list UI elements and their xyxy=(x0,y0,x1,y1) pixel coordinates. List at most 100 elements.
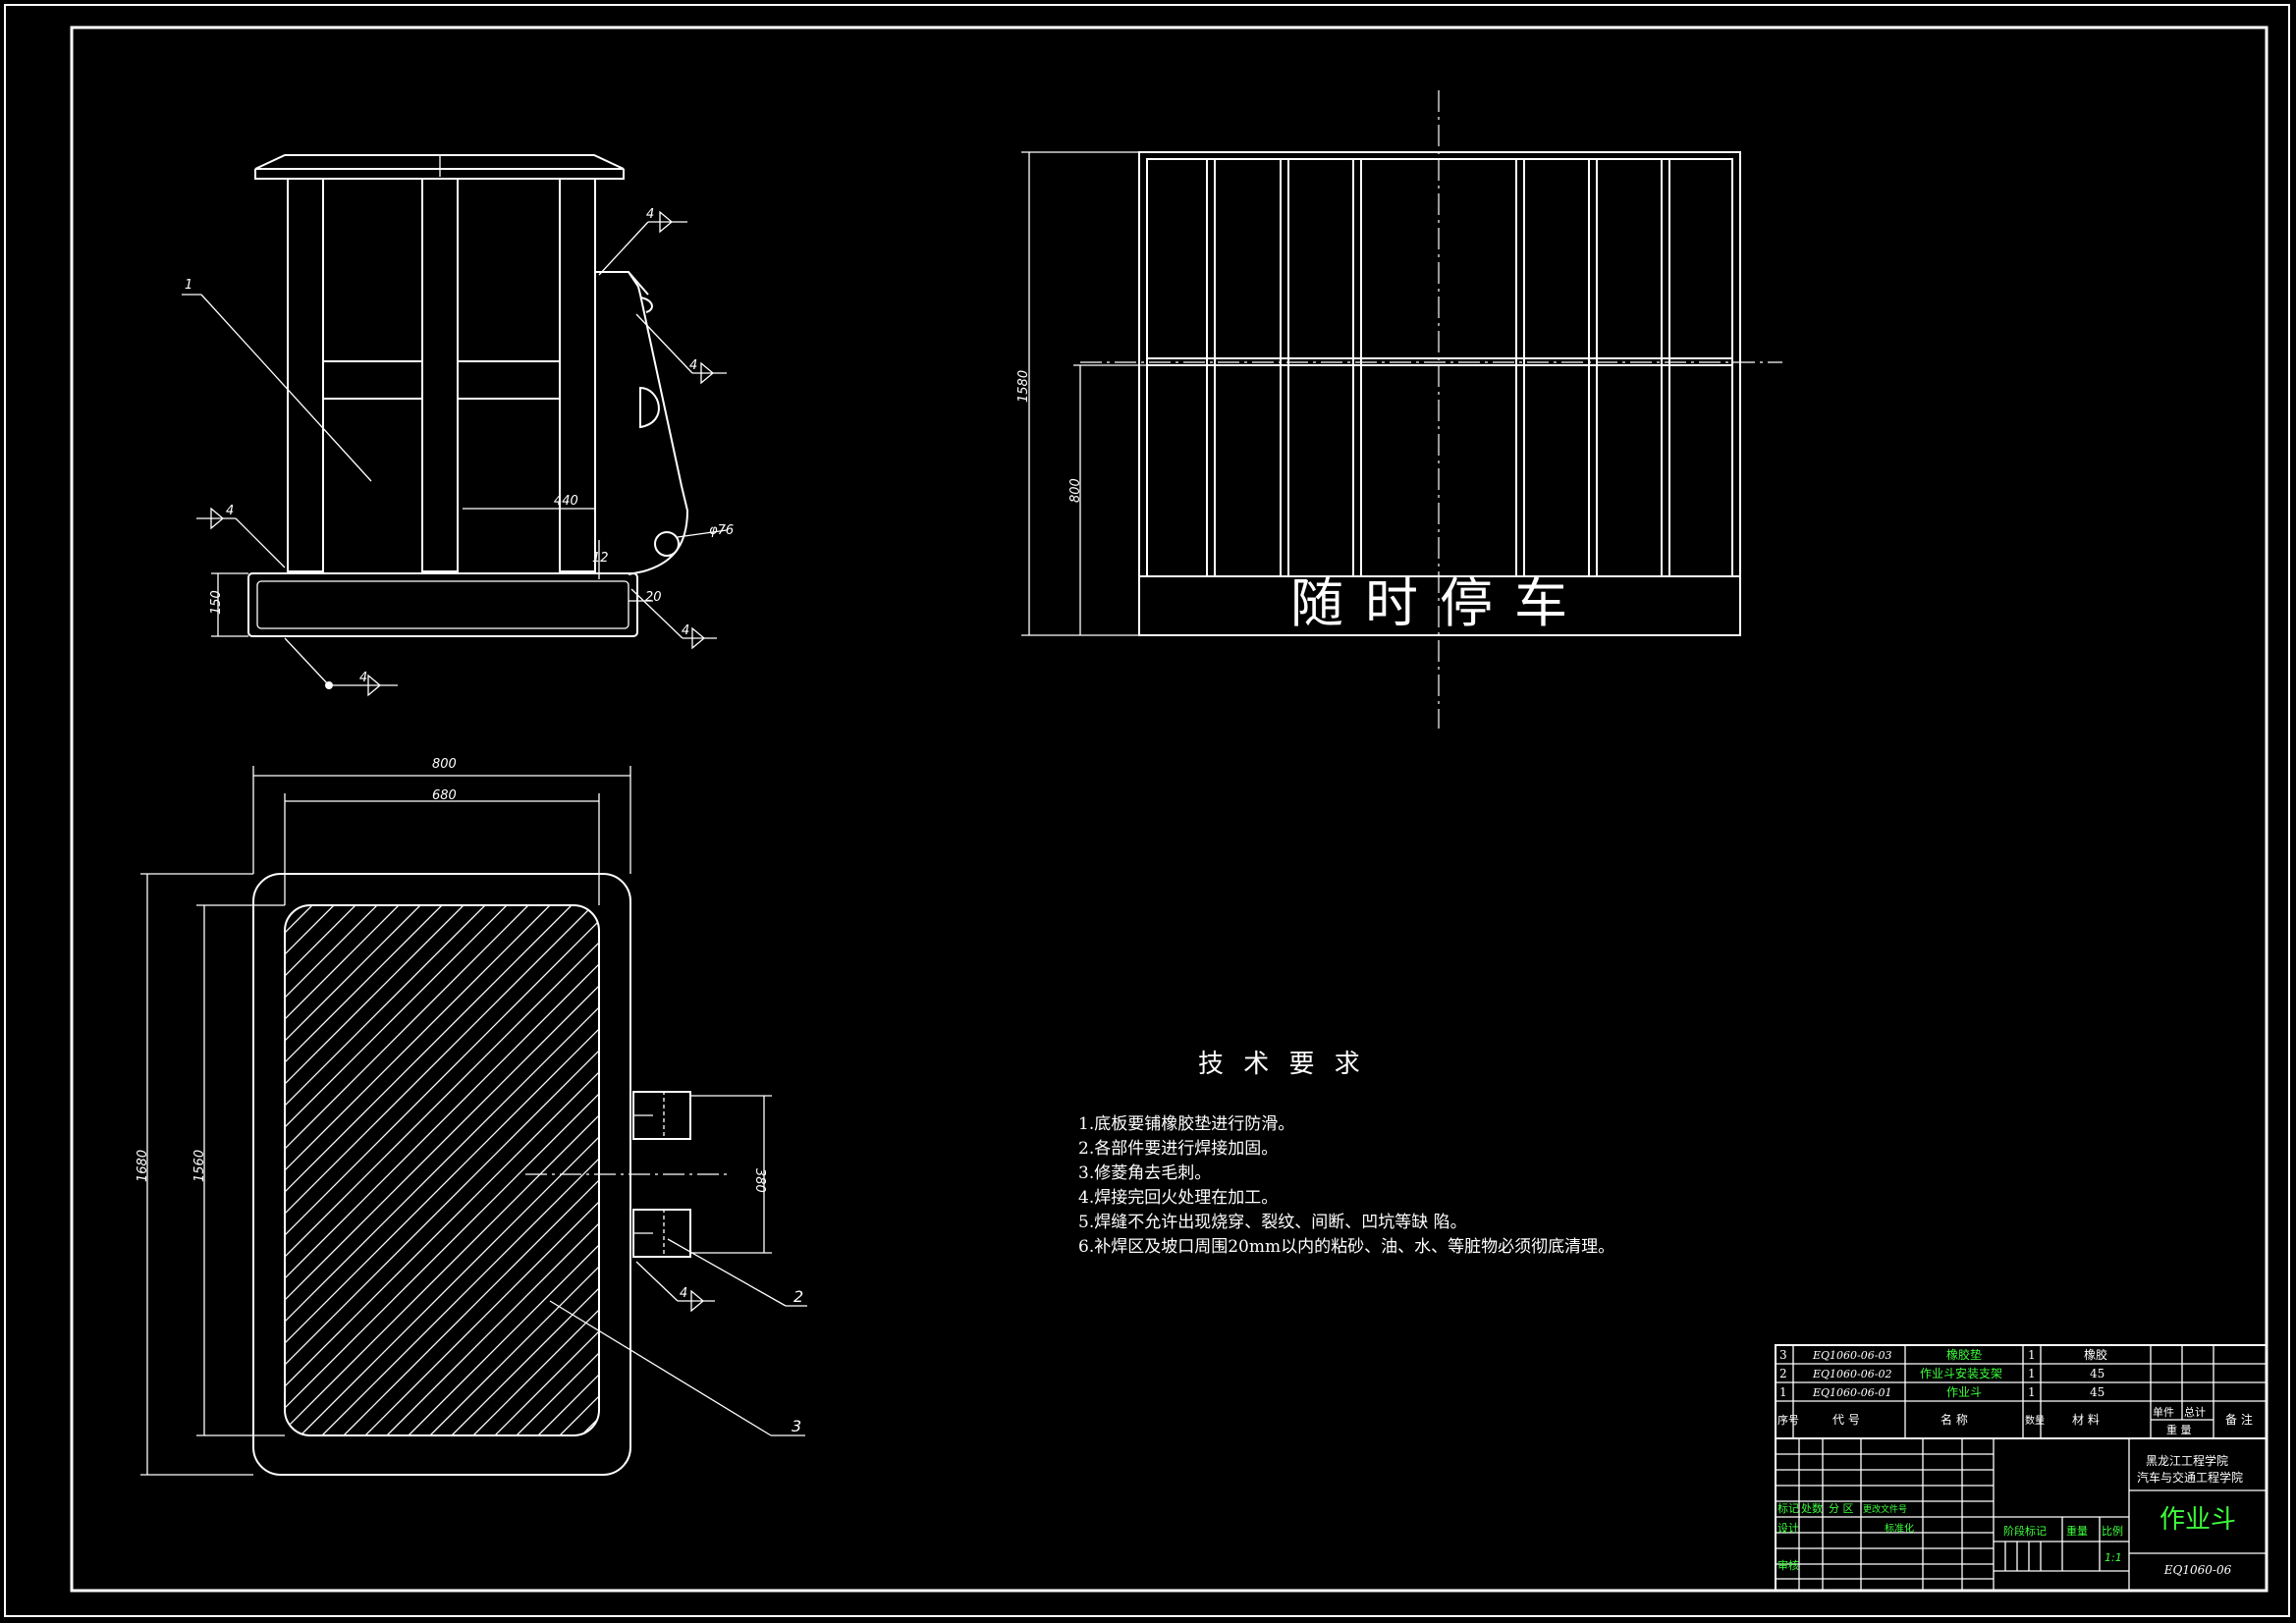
hatch-line xyxy=(285,905,599,1435)
sheet-border xyxy=(4,4,2290,1617)
label-stage-mark: 阶段标记 xyxy=(2003,1524,2047,1538)
parts-list: 3 EQ1060-06-03 橡胶垫 1 橡胶 2 EQ1060-06-02 作… xyxy=(1775,1344,2268,1439)
part-no-3: 3 xyxy=(1779,1348,1787,1362)
hdr-unit-weight: 单件 xyxy=(2153,1406,2174,1419)
callout-1: 1 xyxy=(185,278,192,293)
dim-440: 440 xyxy=(554,494,578,509)
hatch-line xyxy=(285,905,599,1435)
label-zone: 分 区 xyxy=(1829,1502,1854,1515)
hatch-line xyxy=(285,905,592,1435)
drawing-code: EQ1060-06 xyxy=(2163,1563,2232,1577)
hatch-line xyxy=(285,905,599,1435)
svg-text:4: 4 xyxy=(682,623,689,638)
weld-mark-5: 4 xyxy=(284,637,398,697)
tech-item-6: 6.补焊区及坡口周围20mm以内的粘砂、油、水、等脏物必须彻底清理。 xyxy=(1078,1237,1614,1257)
hatch-line xyxy=(285,905,506,1435)
front-view: 随时停车 1580 800 xyxy=(1016,90,1782,729)
part-qty-3: 1 xyxy=(2028,1348,2036,1362)
svg-text:4: 4 xyxy=(689,358,697,373)
tech-item-5: 5.焊缝不允许出现烧穿、裂纹、间断、凹坑等缺 陷。 xyxy=(1078,1213,1467,1232)
hatch-line xyxy=(285,905,599,1435)
dim-800-front: 800 xyxy=(1068,478,1083,503)
hdr-qty: 数量 xyxy=(2025,1414,2045,1427)
part-name-2: 作业斗安装支架 xyxy=(1920,1366,2002,1380)
callout-3: 3 xyxy=(792,1417,801,1435)
part-qty-1: 1 xyxy=(2028,1385,2036,1399)
hatch-line xyxy=(472,905,599,1435)
label-standardize: 标准化 xyxy=(1885,1522,1914,1535)
part-code-3: EQ1060-06-03 xyxy=(1812,1349,1891,1362)
part-qty-2: 1 xyxy=(2028,1367,2036,1380)
dim-380: 380 xyxy=(752,1168,767,1193)
hatch-line xyxy=(451,905,599,1435)
label-review: 审核 xyxy=(1777,1558,1799,1572)
hatch-line xyxy=(285,905,463,1435)
label-ratio: 比例 xyxy=(2102,1524,2123,1538)
hatch-line xyxy=(285,905,599,1435)
label-design: 设计 xyxy=(1777,1522,1799,1535)
weld-mark-3: 4 xyxy=(196,504,286,568)
tech-item-2: 2.各部件要进行焊接加固。 xyxy=(1078,1139,1278,1159)
weld-mark-4: 4 xyxy=(630,588,717,650)
label-weight: 重量 xyxy=(2066,1524,2088,1538)
part-no-2: 2 xyxy=(1779,1367,1787,1380)
dim-1560: 1560 xyxy=(192,1150,207,1182)
dim-150: 150 xyxy=(209,590,224,615)
tech-requirements: 技 术 要 求 1.底板要铺橡胶垫进行防滑。 2.各部件要进行焊接加固。 3.修… xyxy=(1078,1050,1614,1257)
school-line2: 汽车与交通工程学院 xyxy=(2137,1470,2243,1485)
hatch-line xyxy=(386,905,599,1435)
dim-12: 12 xyxy=(592,551,609,566)
tech-item-3: 3.修菱角去毛刺。 xyxy=(1078,1163,1211,1183)
weld-mark-plan: 4 xyxy=(680,1286,687,1301)
weld-mark-1: 4 xyxy=(598,207,687,276)
dim-800-plan: 800 xyxy=(432,757,457,772)
hatch-line xyxy=(285,905,599,1435)
hatch-line xyxy=(300,905,599,1435)
hatch-line xyxy=(285,905,398,1435)
hatch-line xyxy=(285,905,527,1435)
part-code-1: EQ1060-06-01 xyxy=(1812,1386,1891,1399)
label-change-doc: 更改文件号 xyxy=(1863,1503,1907,1515)
svg-text:4: 4 xyxy=(646,207,654,222)
plan-view: 800 680 1680 1560 380 4 2 3 xyxy=(136,757,807,1476)
hatch-line xyxy=(429,905,599,1435)
hatch-line xyxy=(321,905,599,1435)
hatch-line xyxy=(285,905,484,1435)
hatch-line xyxy=(285,905,599,1435)
hdr-code: 代 号 xyxy=(1832,1413,1860,1427)
hatch-line xyxy=(285,905,599,1435)
hatch-line xyxy=(285,905,599,1435)
hatch-line xyxy=(285,905,549,1435)
hatch-line xyxy=(285,905,599,1435)
hatch-line xyxy=(408,905,599,1435)
part-name-1: 作业斗 xyxy=(1946,1385,1982,1399)
svg-text:4: 4 xyxy=(226,504,234,518)
hdr-remark: 备 注 xyxy=(2225,1412,2253,1427)
drawing-name: 作业斗 xyxy=(2159,1505,2236,1535)
tech-item-1: 1.底板要铺橡胶垫进行防滑。 xyxy=(1078,1114,1294,1134)
hatch-line xyxy=(285,905,571,1435)
tech-title: 技 术 要 求 xyxy=(1198,1050,1366,1079)
weld-mark-2: 4 xyxy=(635,313,727,385)
dim-phi76: φ76 xyxy=(709,523,734,538)
sign-text: 随时停车 xyxy=(1290,572,1589,634)
hatch-line xyxy=(285,905,599,1435)
tech-item-4: 4.焊接完回火处理在加工。 xyxy=(1078,1188,1278,1208)
part-material-2: 45 xyxy=(2090,1367,2105,1380)
part-code-2: EQ1060-06-02 xyxy=(1812,1368,1891,1380)
part-material-1: 45 xyxy=(2090,1385,2105,1399)
hatch-line xyxy=(364,905,599,1435)
school-line1: 黑龙江工程学院 xyxy=(2146,1453,2228,1468)
hatch-line xyxy=(343,905,599,1435)
hatch-pattern xyxy=(285,905,599,1435)
hatch-line xyxy=(494,905,599,1435)
hatch-line xyxy=(285,905,419,1435)
callout-2: 2 xyxy=(793,1287,803,1306)
title-block: 黑龙江工程学院 汽车与交通工程学院 作业斗 EQ1060-06 阶段标记 重量 … xyxy=(1775,1437,2268,1592)
part-name-3: 橡胶垫 xyxy=(1946,1347,1982,1362)
hdr-weight: 重 量 xyxy=(2166,1423,2192,1436)
scale-value: 1:1 xyxy=(2105,1551,2122,1564)
dim-20: 20 xyxy=(645,590,662,605)
dim-1580: 1580 xyxy=(1016,370,1031,403)
